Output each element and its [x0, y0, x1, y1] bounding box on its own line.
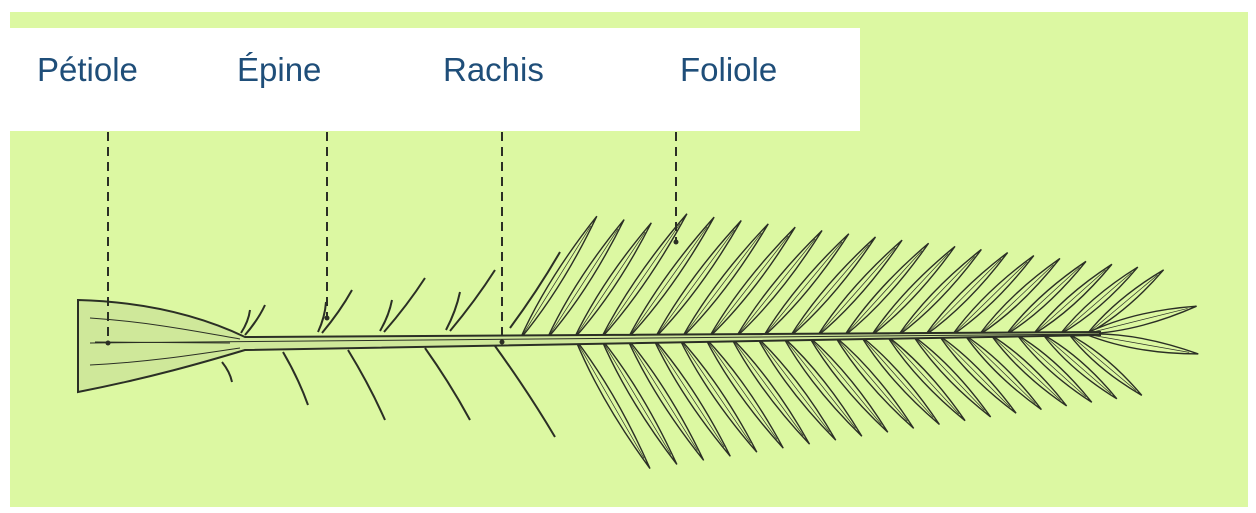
lower-spine [222, 362, 232, 382]
upper-spine-small [446, 292, 460, 330]
lower-spine [283, 352, 308, 405]
label-petiole: Pétiole [37, 50, 138, 90]
upper-spine [322, 290, 352, 333]
label-foliole: Foliole [680, 50, 777, 90]
upper-spine [450, 270, 495, 331]
label-epine: Épine [237, 50, 321, 90]
callout-dot [325, 316, 330, 321]
lower-spine [425, 348, 470, 420]
lower-spine [495, 346, 555, 437]
terminal-leaflet-midrib [1085, 334, 1189, 352]
callout-dot [674, 240, 679, 245]
callout-dot [106, 341, 111, 346]
label-rachis: Rachis [443, 50, 544, 90]
lower-spine [348, 350, 385, 420]
callout-dot [500, 340, 505, 345]
upper-spine-small [380, 300, 392, 331]
